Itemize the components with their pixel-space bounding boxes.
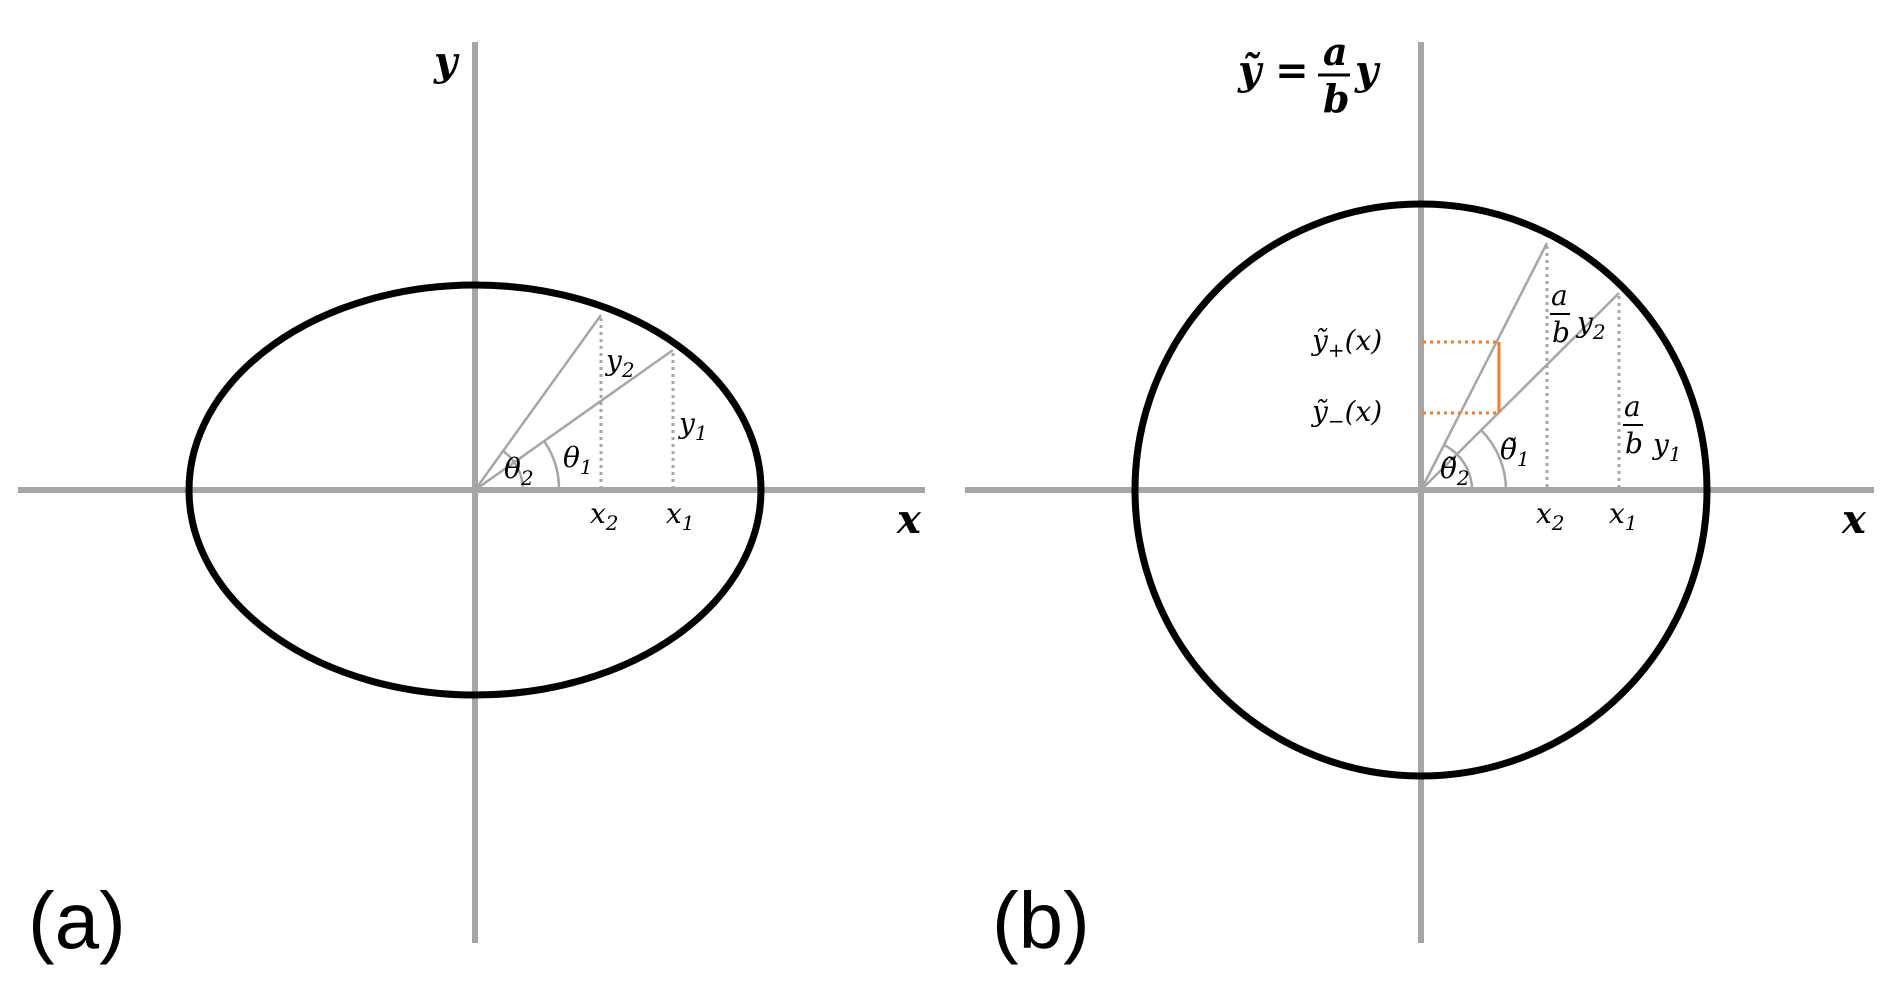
panel-b-y2-fraction-numerator: a xyxy=(1551,279,1568,312)
panel-b: ỹ = a b y x θ̃2 θ̃1 x2 x1 a b y2 a b y1 … xyxy=(965,29,1874,965)
panel-b-y2-label: y2 xyxy=(1575,306,1606,344)
panel-b-scaled-y1-label: a b y1 xyxy=(1623,390,1682,466)
panel-b-label: (b) xyxy=(992,876,1090,965)
panel-a-ray-theta1 xyxy=(474,348,674,492)
panel-a-theta1-label: θ1 xyxy=(563,441,593,479)
panel-b-x1-label: x1 xyxy=(1609,497,1638,535)
panel-a-label: (a) xyxy=(28,876,126,965)
panel-b-theta2-label: θ̃2 xyxy=(1440,452,1470,490)
panel-a-y-axis-label: y xyxy=(433,38,460,85)
panel-b-y1-label: y1 xyxy=(1651,428,1682,466)
panel-b-theta1-label: θ̃1 xyxy=(1500,433,1530,471)
panel-b-y1-fraction-denominator: b xyxy=(1625,427,1643,460)
panel-b-x2-label: x2 xyxy=(1536,497,1565,535)
panel-b-y-axis-variable: y xyxy=(1354,47,1381,94)
panel-a-y2-label: y2 xyxy=(604,344,635,382)
panel-b-x-axis-label: x xyxy=(1841,496,1867,543)
panel-b-y-plus-label: ỹ+(x) xyxy=(1310,324,1382,362)
panel-b-scaled-y2-label: a b y2 xyxy=(1550,279,1606,349)
panel-a-arc-theta2 xyxy=(502,449,525,491)
panel-b-ray-theta1 xyxy=(1420,292,1620,491)
panel-a-y1-label: y1 xyxy=(677,407,708,445)
panel-a-x1-label: x1 xyxy=(666,497,695,535)
panel-b-ray-theta2 xyxy=(1419,242,1549,491)
panel-b-y2-fraction-denominator: b xyxy=(1552,316,1570,349)
panel-a-x2-label: x2 xyxy=(590,497,619,535)
panel-a-x-axis-label: x xyxy=(896,496,922,543)
panel-a-ray-theta2 xyxy=(473,314,603,491)
panel-b-y-axis-label: ỹ = a b y xyxy=(1237,29,1381,121)
panel-a-arc-theta1 xyxy=(542,440,561,491)
panel-b-arc-theta1 xyxy=(1480,429,1508,491)
panel-b-y1-fraction-numerator: a xyxy=(1624,390,1641,423)
panel-b-y-axis-denominator: b xyxy=(1323,76,1350,121)
panel-a-theta2-label: θ2 xyxy=(504,452,534,490)
panel-b-arc-theta2 xyxy=(1443,443,1474,491)
panel-a: y x θ2 θ1 y2 y1 x2 x1 (a) xyxy=(18,38,925,965)
panel-b-circle xyxy=(1131,200,1711,780)
panel-b-y-axis-lhs: ỹ = xyxy=(1237,47,1309,94)
panel-b-y-minus-label: ỹ−(x) xyxy=(1310,395,1382,433)
panel-b-y-axis-numerator: a xyxy=(1323,29,1348,74)
panel-a-ellipse xyxy=(185,281,765,699)
